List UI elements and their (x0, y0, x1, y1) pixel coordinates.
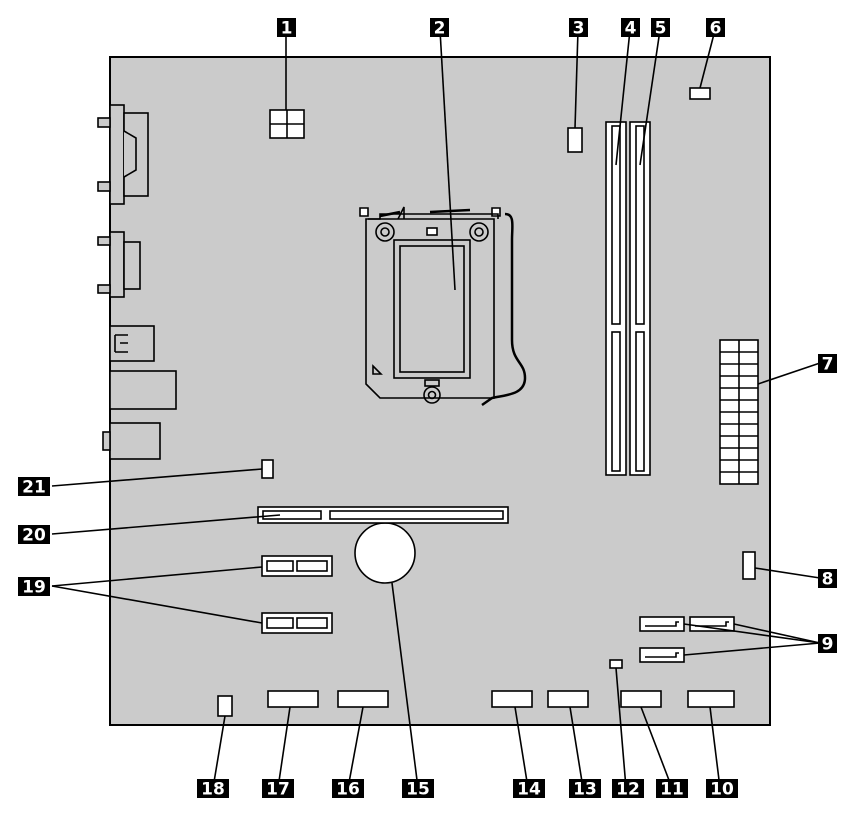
callout-14: 14 (513, 779, 545, 800)
callout-15: 15 (402, 779, 434, 800)
rear-serial-port-upper (97, 104, 149, 205)
callout-2: 2 (430, 18, 449, 39)
callout-label: 2 (434, 19, 446, 39)
rear-audio-connector (102, 422, 161, 460)
pci-express-x16-slot (257, 506, 509, 524)
front-panel-connector (687, 690, 735, 708)
cpu-socket (359, 206, 527, 407)
callout-label: 1 (281, 19, 293, 39)
memory-slot-1 (605, 121, 627, 476)
front-usb-connector-1 (547, 690, 589, 708)
callout-label: 14 (517, 780, 541, 800)
callout-9: 9 (818, 634, 837, 655)
callout-label: 12 (616, 780, 640, 800)
callout-label: 19 (22, 578, 46, 598)
motherboard-outline (109, 56, 771, 726)
battery (354, 522, 416, 584)
cover-presence-switch-connector (217, 695, 233, 717)
callout-13: 13 (569, 779, 601, 800)
callout-label: 10 (710, 780, 734, 800)
callout-8: 8 (818, 569, 837, 590)
thermal-sensor-connector (689, 87, 711, 100)
callout-21: 21 (18, 477, 50, 498)
fan-connector-21 (261, 459, 274, 479)
callout-12: 12 (612, 779, 644, 800)
callout-16: 16 (332, 779, 364, 800)
callout-label: 13 (573, 780, 597, 800)
rear-serial-port-lower (97, 231, 141, 298)
callout-label: 18 (201, 780, 225, 800)
callout-label: 5 (655, 19, 667, 39)
callout-label: 11 (660, 780, 684, 800)
callout-18: 18 (197, 779, 229, 800)
microprocessor-fan-connector (567, 127, 583, 153)
callout-11: 11 (656, 779, 688, 800)
pci-express-x1-slot-1 (261, 555, 333, 577)
callout-17: 17 (262, 779, 294, 800)
callout-label: 8 (822, 570, 834, 590)
callout-label: 9 (822, 635, 834, 655)
callout-1: 1 (277, 18, 296, 39)
callout-20: 20 (18, 525, 50, 546)
memory-slot-2 (629, 121, 651, 476)
callout-label: 6 (710, 19, 722, 39)
callout-6: 6 (706, 18, 725, 39)
callout-7: 7 (818, 354, 837, 375)
cmos-jumper (609, 659, 623, 669)
power-connector-4pin (269, 109, 305, 139)
callout-10: 10 (706, 779, 738, 800)
front-audio-connector (267, 690, 319, 708)
leader-lines (51, 29, 821, 789)
callout-label: 4 (625, 19, 637, 39)
callout-3: 3 (569, 18, 588, 39)
front-usb-connector-2 (620, 690, 662, 708)
callout-label: 15 (406, 780, 430, 800)
power-fan-connector (742, 551, 756, 580)
callout-label: 21 (22, 478, 46, 498)
power-connector-24pin (719, 339, 759, 485)
callout-label: 17 (266, 780, 290, 800)
rear-ethernet-usb-connector (109, 370, 177, 410)
serial-connector (491, 690, 533, 708)
sata-connectors (639, 616, 735, 663)
callout-4: 4 (621, 18, 640, 39)
pci-express-x1-slot-2 (261, 612, 333, 634)
rear-usb-connector (109, 325, 155, 362)
callout-19: 19 (18, 577, 50, 598)
callout-label: 16 (336, 780, 360, 800)
callout-label: 7 (822, 355, 834, 375)
callout-label: 20 (22, 526, 46, 546)
internal-speaker-connector (337, 690, 389, 708)
callout-5: 5 (651, 18, 670, 39)
callout-label: 3 (573, 19, 585, 39)
